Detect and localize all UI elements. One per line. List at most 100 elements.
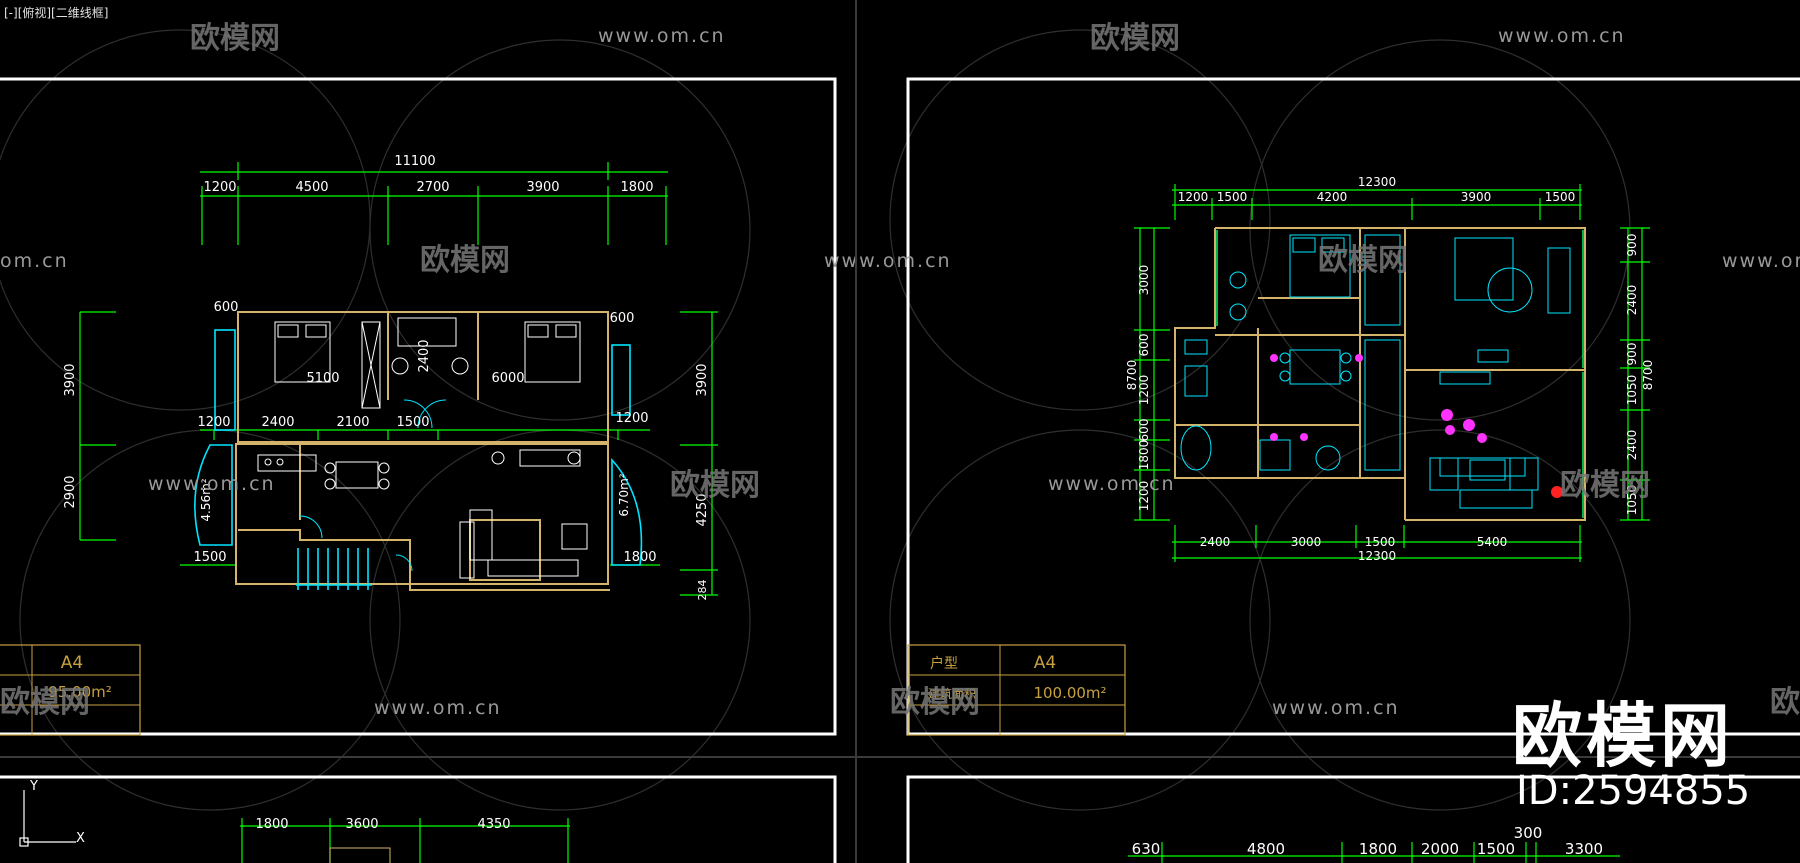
plan1-title-block: A4 95.00m² (0, 644, 141, 736)
watermark-url: www.om.cn (148, 473, 276, 495)
plan4-dim: 300 (1514, 824, 1543, 842)
plan2-bottom-total: 12300 (1358, 549, 1396, 563)
plan1-area: 95.00m² (48, 683, 112, 701)
sheet-frame-4 (906, 775, 1800, 863)
plan2-left-dim: 3000 (1137, 265, 1151, 296)
viewport-divider-vertical[interactable] (855, 0, 857, 863)
plan2-right-dim: 900 (1625, 234, 1639, 257)
watermark-url: www.om.cn (1048, 473, 1176, 495)
big-watermark-brand: 欧模网 (1512, 695, 1734, 777)
plan1-doors (299, 399, 447, 572)
sheet-frame-1 (0, 77, 837, 736)
sheet-frame-2 (906, 77, 1800, 736)
plan2-top-dim: 4200 (1317, 190, 1348, 204)
watermark-brand: 欧模网 (1318, 243, 1408, 278)
plan1-dimension-text: 11100 1200 4500 2700 3900 1800 3900 2900… (63, 154, 710, 601)
watermark-urls: www.om.cn www.om.cn om.cn www.om.cn www.… (0, 25, 1800, 719)
plan1-right-dim: 284 (696, 580, 709, 601)
plan1-top-dim: 2700 (416, 180, 449, 195)
plan1-inner-dim: 2400 (261, 415, 294, 430)
plan2-magenta-symbols (1270, 354, 1563, 498)
plan1-furniture (257, 317, 588, 579)
plan1-top-dim: 1800 (620, 180, 653, 195)
plan2-top-dim: 1500 (1545, 190, 1576, 204)
plan3-dim: 1800 (255, 817, 288, 832)
plan1-small-dim: 2400 (417, 339, 432, 372)
plan1-inner-dim: 1500 (396, 415, 429, 430)
ucs-icon: Y X (19, 779, 85, 847)
plan1-top-dim: 1200 (203, 180, 236, 195)
plan2-left-dim: 8700 (1125, 360, 1139, 391)
watermark-circles (0, 29, 1631, 811)
plan2-bottom-dim: 2400 (1200, 535, 1231, 549)
plan4-dim: 1500 (1477, 840, 1515, 858)
watermark-brand: 欧模网 (420, 243, 510, 278)
floor-plan-4-partial[interactable]: 630 4800 1800 2000 1500 300 3300 (1128, 824, 1620, 863)
floor-plan-3-partial[interactable]: 1800 3600 4350 (240, 817, 570, 863)
plan2-right-dim: 1050 (1625, 485, 1639, 516)
plan4-dim: 2000 (1421, 840, 1459, 858)
watermark-brand: 欧模网 (190, 21, 280, 56)
plan2-bottom-dim: 5400 (1477, 535, 1508, 549)
floor-plan-2[interactable]: 12300 1200 1500 4200 3900 1500 3000 600 … (907, 175, 1655, 736)
plan3-dim: 3600 (345, 817, 378, 832)
plan2-bottom-dim: 3000 (1291, 535, 1322, 549)
watermark-url: www.om.cn (1498, 25, 1626, 47)
plan1-left-dim: 3900 (63, 363, 78, 396)
plan1-bottom-dim: 1500 (193, 550, 226, 565)
plan2-left-dim: 1200 (1137, 375, 1151, 406)
plan1-small-dim: 6000 (491, 371, 524, 386)
plan4-dim: 3300 (1565, 840, 1603, 858)
plan2-right-dim: 2400 (1625, 430, 1639, 461)
plan4-dim: 1800 (1359, 840, 1397, 858)
plan2-left-dim: 1200 (1137, 481, 1151, 512)
plan2-windows (1216, 230, 1584, 518)
watermark-brand: 欧 (1770, 685, 1800, 720)
plan1-top-dim: 4500 (295, 180, 328, 195)
plan1-inner-dim: 1200 (615, 411, 648, 426)
watermark-brand: 欧模网 (0, 685, 90, 720)
plan2-right-dim: 900 (1625, 343, 1639, 366)
plan2-top-total: 12300 (1358, 175, 1396, 189)
plan1-inner-dim: 1200 (197, 415, 230, 430)
watermark-brand: 欧模网 (890, 685, 980, 720)
viewport-label[interactable]: [-][俯视][二维线框] (4, 6, 109, 20)
plan1-right-dim: 4250 (695, 493, 710, 526)
plan2-right-dim: 8700 (1641, 360, 1655, 391)
ucs-y-label: Y (29, 779, 38, 794)
viewport-divider-horizontal[interactable] (0, 756, 1800, 758)
plan1-sheet-type: A4 (61, 653, 83, 673)
plan2-furniture (1180, 234, 1571, 509)
plan2-left-dim: 600 (1137, 419, 1151, 442)
watermark-brand: 欧模网 (670, 468, 760, 503)
plan1-balcony-area: 6.70m² (617, 473, 631, 516)
plan2-walls (1174, 227, 1586, 521)
plan1-left-dim: 2900 (63, 475, 78, 508)
plan1-inner-dim: 2100 (336, 415, 369, 430)
sheet-frame-3 (0, 775, 837, 863)
watermark-brand: 欧模网 (1560, 468, 1650, 503)
floor-plan-1[interactable]: 11100 1200 4500 2700 3900 1800 3900 2900… (0, 154, 718, 736)
plan1-bottom-dim: 1800 (623, 550, 656, 565)
plan4-dim: 4800 (1247, 840, 1285, 858)
plan2-top-dim: 1500 (1217, 190, 1248, 204)
plan2-top-dim: 3900 (1461, 190, 1492, 204)
plan1-balcony-area: 4.56m² (199, 478, 213, 521)
watermark-brand: 欧模网 (1090, 21, 1180, 56)
watermark-url-right: www.om.cn (1722, 250, 1800, 272)
plan4-dim: 630 (1132, 840, 1161, 858)
plan1-windows (194, 329, 643, 590)
ucs-x-label: X (76, 831, 85, 846)
plan1-small-dim: 600 (610, 311, 635, 326)
plan1-small-dim: 5100 (306, 371, 339, 386)
plan2-left-dim: 1800 (1137, 440, 1151, 471)
plan3-dim: 4350 (477, 817, 510, 832)
viewport-frames (0, 77, 1800, 863)
big-watermark-id: ID:2594855 (1516, 768, 1751, 814)
plan2-right-dim: 2400 (1625, 285, 1639, 316)
watermark-url: om.cn (0, 250, 69, 272)
plan1-top-dim: 3900 (526, 180, 559, 195)
plan2-dimension-lines (1134, 184, 1650, 562)
plan1-top-total: 11100 (394, 154, 435, 169)
